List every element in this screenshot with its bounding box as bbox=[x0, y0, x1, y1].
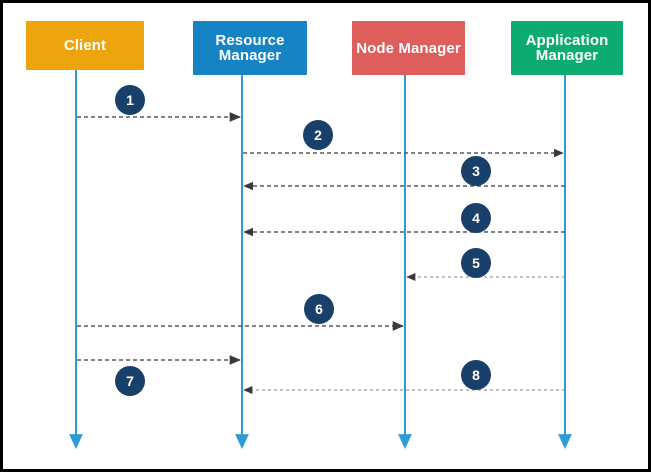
participant-label-client: Client bbox=[63, 37, 107, 54]
participant-box-node-manager[interactable]: Node Manager bbox=[352, 21, 465, 75]
participant-box-resource-manager[interactable]: Resource Manager bbox=[193, 21, 307, 75]
step-badge-7[interactable]: 7 bbox=[115, 366, 145, 396]
step-badge-6[interactable]: 6 bbox=[304, 294, 334, 324]
participant-label-resource-manager: Resource Manager bbox=[215, 32, 285, 64]
participant-label-application-manager: Application Manager bbox=[525, 32, 609, 64]
participant-box-application-manager[interactable]: Application Manager bbox=[511, 21, 623, 75]
step-badge-2[interactable]: 2 bbox=[303, 120, 333, 150]
participant-box-client[interactable]: Client bbox=[26, 21, 144, 70]
step-badge-1[interactable]: 1 bbox=[115, 85, 145, 115]
step-badge-4[interactable]: 4 bbox=[461, 203, 491, 233]
lifelines-group bbox=[69, 70, 572, 450]
participant-label-node-manager: Node Manager bbox=[356, 39, 461, 57]
step-badge-5[interactable]: 5 bbox=[461, 248, 491, 278]
diagram-canvas bbox=[69, 70, 572, 450]
messages-group bbox=[77, 112, 565, 395]
step-badge-3[interactable]: 3 bbox=[461, 156, 491, 186]
step-badge-8[interactable]: 8 bbox=[461, 360, 491, 390]
